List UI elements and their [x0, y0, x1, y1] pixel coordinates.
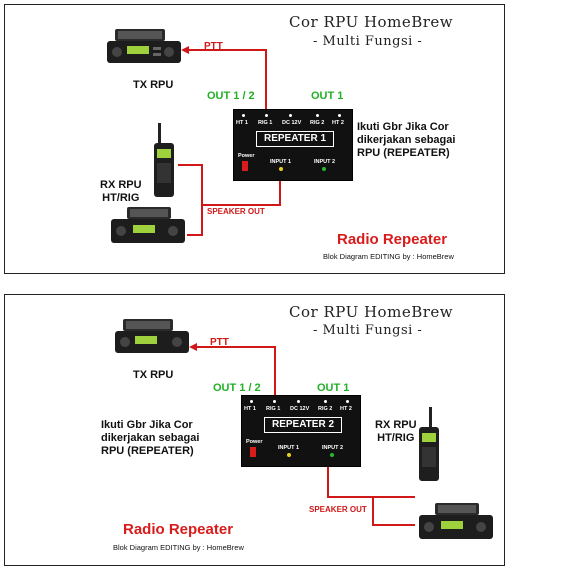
port-label: RIG 2 — [318, 406, 333, 412]
input-2-led — [322, 167, 326, 171]
connection-wires — [189, 343, 415, 526]
out-1-2-label: OUT 1 / 2 — [207, 90, 255, 102]
power-switch[interactable] — [250, 447, 256, 457]
port-label: HT 1 — [244, 406, 256, 412]
port-jack — [289, 114, 292, 117]
note-line: dikerjakan sebagai — [357, 134, 456, 146]
repeater-box: HT 1 RIG 1 DC 12V RIG 2 HT 2 REPEATER 1 … — [233, 109, 353, 181]
input-2-label: INPUT 2 — [322, 445, 344, 451]
out-1-2-label: OUT 1 / 2 — [213, 382, 261, 394]
input-1-led — [279, 167, 283, 171]
diagram-panel-2: Cor RPU HomeBrew - Multi Fungsi - TX RPU… — [4, 294, 505, 566]
note-line: RPU (REPEATER) — [357, 147, 450, 159]
panel-subtitle: - Multi Fungsi - — [313, 34, 423, 49]
port-jack — [338, 114, 341, 117]
rx-label-line1: RX RPU — [375, 419, 417, 431]
speaker-out-label: SPEAKER OUT — [309, 505, 367, 514]
input-1-label: INPUT 1 — [278, 445, 300, 451]
tx-radio-icon — [107, 29, 181, 63]
connection-wires — [178, 46, 281, 236]
mobile-radio-icon — [419, 503, 493, 539]
instruction-note: Ikuti Gbr Jika Cor dikerjakan sebagai RP… — [357, 121, 455, 160]
input-1-label: INPUT 1 — [270, 159, 292, 165]
speaker-out-label: SPEAKER OUT — [207, 207, 265, 216]
port-label: HT 2 — [340, 406, 352, 412]
note-line: RPU (REPEATER) — [101, 445, 194, 457]
handheld-radio-icon — [419, 407, 439, 481]
port-label: HT 2 — [332, 120, 344, 126]
note-line: Ikuti Gbr Jika Cor — [357, 121, 449, 133]
brand-title: Radio Repeater — [337, 231, 448, 248]
port-jack — [242, 114, 245, 117]
repeater-box: HT 1 RIG 1 DC 12V RIG 2 HT 2 REPEATER 2 … — [241, 395, 361, 467]
port-label: DC 12V — [282, 120, 302, 126]
rx-rpu-label: RX RPU HT/RIG — [100, 179, 142, 205]
port-jack — [346, 400, 349, 403]
port-label: HT 1 — [236, 120, 248, 126]
input-1-led — [287, 453, 291, 457]
ptt-label: PTT — [204, 41, 223, 52]
rx-label-line1: RX RPU — [100, 179, 142, 191]
brand-title: Radio Repeater — [123, 521, 234, 538]
rx-rpu-label: RX RPU HT/RIG — [375, 419, 417, 445]
credit-text: Blok Diagram EDITING by : HomeBrew — [323, 252, 454, 261]
tx-radio-icon — [115, 319, 189, 353]
port-label: RIG 1 — [266, 406, 281, 412]
note-line: dikerjakan sebagai — [101, 432, 200, 444]
panel-title: Cor RPU HomeBrew — [289, 13, 454, 31]
port-jack — [250, 400, 253, 403]
port-jack — [265, 114, 268, 117]
port-label: RIG 1 — [258, 120, 273, 126]
ptt-label: PTT — [210, 337, 229, 348]
tx-rpu-label: TX RPU — [133, 79, 174, 91]
rx-label-line2: HT/RIG — [377, 432, 415, 444]
credit-text: Blok Diagram EDITING by : HomeBrew — [113, 543, 244, 552]
panel-subtitle: - Multi Fungsi - — [313, 323, 423, 338]
power-label: Power — [238, 153, 255, 159]
tx-rpu-label: TX RPU — [133, 369, 174, 381]
input-2-led — [330, 453, 334, 457]
port-label: DC 12V — [290, 406, 310, 412]
port-jack — [297, 400, 300, 403]
handheld-radio-icon — [154, 123, 174, 197]
rx-label-line2: HT/RIG — [102, 192, 140, 204]
mobile-radio-icon — [111, 207, 185, 243]
out-1-label: OUT 1 — [311, 90, 344, 102]
repeater-name: REPEATER 1 — [256, 131, 334, 147]
port-label: RIG 2 — [310, 120, 325, 126]
port-jack — [316, 114, 319, 117]
note-line: Ikuti Gbr Jika Cor — [101, 419, 193, 431]
out-1-label: OUT 1 — [317, 382, 350, 394]
power-switch[interactable] — [242, 161, 248, 171]
input-2-label: INPUT 2 — [314, 159, 336, 165]
diagram-panel-1: Cor RPU HomeBrew - Multi Fungsi - TX RPU… — [4, 4, 505, 274]
power-label: Power — [246, 439, 263, 445]
port-jack — [324, 400, 327, 403]
panel-title: Cor RPU HomeBrew — [289, 303, 454, 321]
port-jack — [273, 400, 276, 403]
instruction-note: Ikuti Gbr Jika Cor dikerjakan sebagai RP… — [101, 419, 199, 458]
repeater-name: REPEATER 2 — [264, 417, 342, 433]
